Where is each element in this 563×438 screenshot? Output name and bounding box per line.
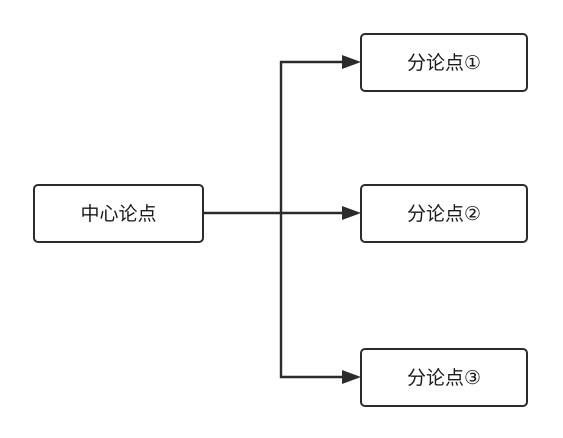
- central-node: 中心论点: [33, 184, 204, 243]
- arrowhead-2: [342, 206, 361, 220]
- branch-node-2-label: 分论点②: [407, 203, 481, 225]
- branch-node-3: 分论点③: [360, 348, 528, 407]
- central-node-label: 中心论点: [80, 203, 156, 225]
- branch-node-3-label: 分论点③: [407, 367, 481, 389]
- arrowhead-3: [342, 370, 361, 384]
- branch-node-1: 分论点①: [360, 33, 528, 92]
- connector-branch-3: [279, 213, 344, 379]
- connector-branch-1: [279, 60, 344, 213]
- branch-node-2: 分论点②: [360, 184, 528, 243]
- branch-node-1-label: 分论点①: [407, 52, 481, 74]
- arrowhead-1: [342, 55, 361, 69]
- connectors: [203, 55, 361, 384]
